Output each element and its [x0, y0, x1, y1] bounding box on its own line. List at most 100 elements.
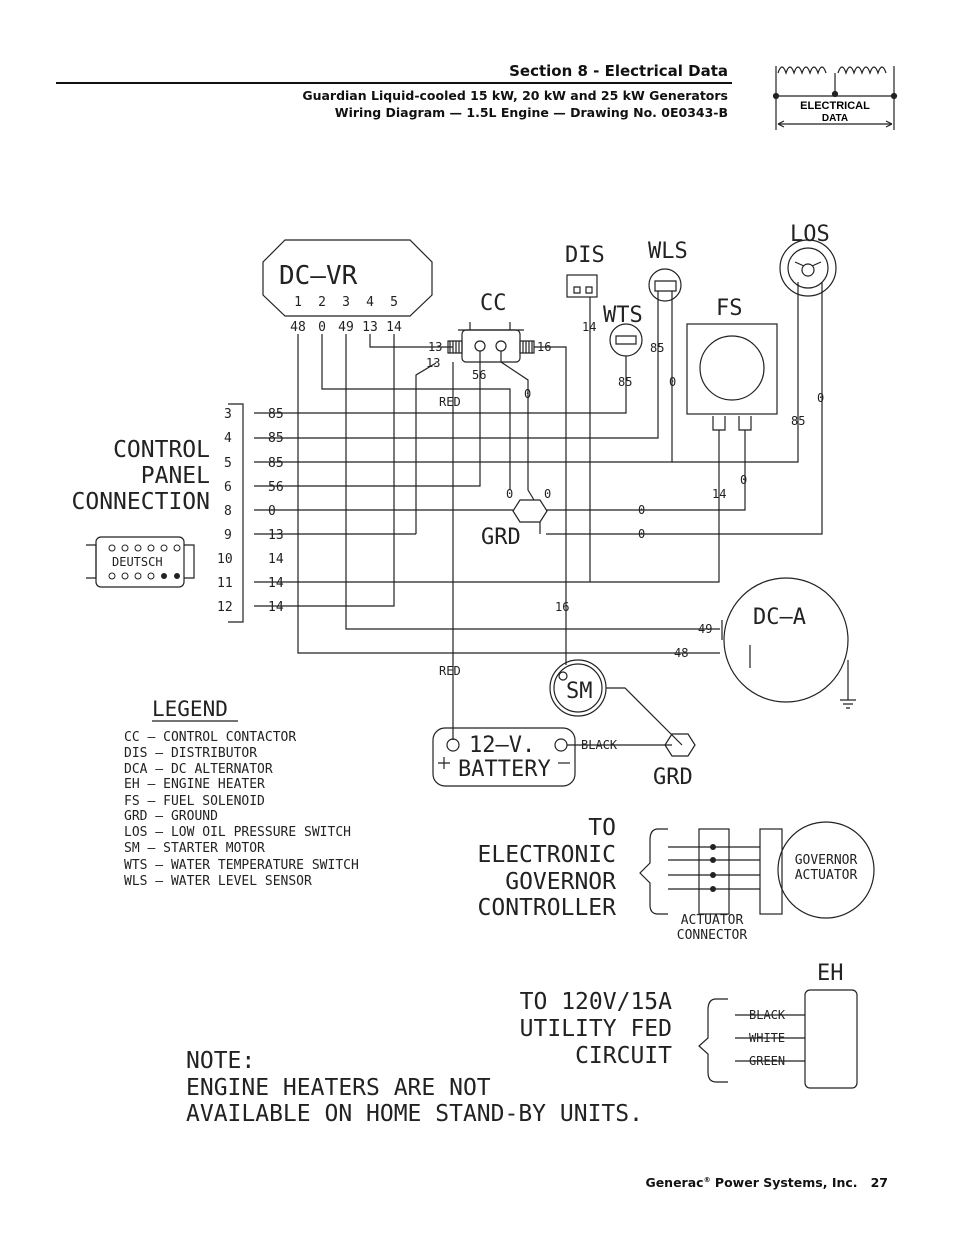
footer-reg: ®	[703, 1175, 711, 1184]
dcvr-wire: 48	[290, 320, 306, 335]
cp-wire: 85	[268, 431, 284, 446]
cp-wire: 0	[268, 504, 276, 519]
wire-label: 0	[544, 487, 551, 501]
note-title: NOTE:	[186, 1048, 255, 1074]
dca-label: DC—A	[753, 605, 806, 630]
dcvr-wire: 13	[362, 320, 378, 335]
legend-item: FS — FUEL SOLENOID	[124, 794, 265, 809]
legend-item: CC — CONTROL CONTACTOR	[124, 730, 296, 745]
wire-label: 0	[524, 387, 531, 401]
wire-label: 0	[817, 391, 824, 405]
cp-wire: 56	[268, 480, 284, 495]
wire-label: 0	[506, 487, 513, 501]
eh-label: EH	[817, 961, 844, 986]
footer-company-rest: Power Systems, Inc.	[710, 1175, 858, 1190]
wls-label: WLS	[648, 239, 688, 264]
cp-wire: 14	[268, 600, 284, 615]
wire-label: 16	[537, 340, 551, 354]
wire-label: 14	[582, 320, 596, 334]
wire-label: 13	[428, 340, 442, 354]
electrical-data-logo	[772, 66, 898, 130]
dis-label: DIS	[565, 243, 605, 268]
cp-pin: 3	[224, 407, 232, 422]
governor-text: TO	[588, 815, 616, 841]
wire-label: WHITE	[749, 1031, 785, 1045]
cc-label: CC	[480, 291, 507, 316]
dcvr-outline	[262, 239, 433, 317]
wire-label: 49	[698, 622, 712, 636]
governor-text: GOVERNOR	[505, 869, 616, 895]
header-subtitle: Guardian Liquid-cooled 15 kW, 20 kW and …	[302, 87, 728, 121]
wire-label: GREEN	[749, 1054, 785, 1068]
cp-pin: 4	[224, 431, 232, 446]
wire-label: RED	[439, 664, 461, 678]
cp-pin: 12	[217, 600, 233, 615]
governor-text: ELECTRONIC	[478, 842, 616, 868]
legend-title: LEGEND	[152, 697, 228, 721]
legend-item: WLS — WATER LEVEL SENSOR	[124, 874, 312, 889]
dcvr-pin: 1	[294, 295, 302, 310]
grd2-hex-shape	[664, 733, 696, 757]
cp-wire: 13	[268, 528, 284, 543]
wire-label: 0	[740, 473, 747, 487]
cp-pin: 10	[217, 552, 233, 567]
dcvr-pin: 3	[342, 295, 350, 310]
wire-label: 85	[650, 341, 664, 355]
footer: Generac® Power Systems, Inc. 27	[645, 1175, 888, 1190]
actuator-connector-2: CONNECTOR	[677, 928, 748, 943]
legend-item: DCA — DC ALTERNATOR	[124, 762, 273, 777]
dcvr-wire: 14	[386, 320, 402, 335]
subtitle-line-2: Wiring Diagram — 1.5L Engine — Drawing N…	[334, 105, 728, 120]
note-line: ENGINE HEATERS ARE NOT	[186, 1075, 491, 1101]
cp-wire: 85	[268, 456, 284, 471]
legend-item: WTS — WATER TEMPERATURE SWITCH	[124, 858, 359, 873]
utility-text: TO 120V/15A	[520, 989, 672, 1015]
legend-item: DIS — DISTRIBUTOR	[124, 746, 257, 761]
wire-label: BLACK	[749, 1008, 786, 1022]
cp-pin: 5	[224, 456, 232, 471]
logo-text-2: DATA	[822, 113, 848, 124]
wire-label: 13	[426, 356, 440, 370]
wire-label: 0	[669, 375, 676, 389]
cp-title-1: CONTROL	[113, 437, 210, 463]
note-line: AVAILABLE ON HOME STAND-BY UNITS.	[186, 1101, 643, 1127]
utility-text: CIRCUIT	[575, 1043, 672, 1069]
governor-actuator-2: ACTUATOR	[795, 868, 858, 883]
cp-title-3: CONNECTION	[72, 489, 210, 515]
wire-label: 56	[472, 368, 486, 382]
wire-label: 85	[791, 414, 805, 428]
dcvr-label: DC—VR	[279, 261, 358, 291]
cp-pin: 9	[224, 528, 232, 543]
grd-hex-shape	[512, 499, 548, 523]
wire-label: 16	[555, 600, 569, 614]
utility-text: UTILITY FED	[520, 1016, 672, 1042]
cp-wire: 85	[268, 407, 284, 422]
wire-label: 0	[638, 527, 645, 541]
battery-label-1: 12—V.	[469, 733, 535, 758]
dcvr-wire: 0	[318, 320, 326, 335]
dcvr-pin: 4	[366, 295, 374, 310]
dcvr-pin: 2	[318, 295, 326, 310]
cc-contactor-shape	[447, 322, 535, 363]
section-title: Section 8 - Electrical Data	[509, 62, 728, 80]
wire-label: 14	[712, 487, 726, 501]
page-number: 27	[870, 1175, 888, 1190]
sm-label: SM	[566, 679, 593, 704]
legend-item: SM — STARTER MOTOR	[124, 841, 265, 856]
legend-item: EH — ENGINE HEATER	[124, 777, 265, 792]
wire-label: 0	[638, 503, 645, 517]
dcvr-pin: 5	[390, 295, 398, 310]
cp-pin: 11	[217, 576, 233, 591]
legend-item: GRD — GROUND	[124, 809, 218, 824]
cp-pin: 6	[224, 480, 232, 495]
cp-title-2: PANEL	[141, 463, 210, 489]
cp-wire: 14	[268, 576, 284, 591]
cp-pin: 8	[224, 504, 232, 519]
legend-item: LOS — LOW OIL PRESSURE SWITCH	[124, 825, 351, 840]
wire-label: BLACK	[581, 738, 618, 752]
logo-text-1: ELECTRICAL	[800, 100, 870, 112]
wire-label: 85	[618, 375, 632, 389]
grd2-label: GRD	[653, 765, 693, 790]
los-label: LOS	[790, 222, 830, 247]
